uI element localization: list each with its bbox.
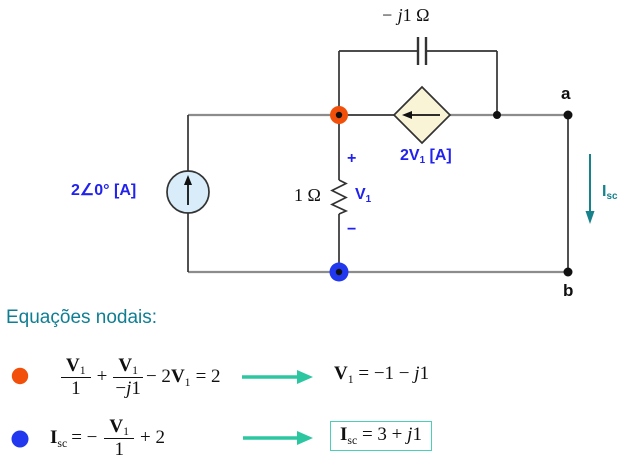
bullet-orange-icon xyxy=(11,367,29,385)
isc-arrowhead xyxy=(585,211,595,224)
node-2-center-dot xyxy=(335,268,343,276)
eq1-rhs: = 2 xyxy=(195,366,221,387)
v1-label: V1 xyxy=(355,186,372,206)
equation-2-result: Isc = 3 + j1 xyxy=(330,421,432,451)
section-title: Equações nodais: xyxy=(6,307,158,328)
dependent-source-arrowhead xyxy=(402,111,412,119)
eq2-tail: + 2 xyxy=(140,427,165,448)
eq1-plus: + xyxy=(96,366,108,387)
isc-label: Isc xyxy=(602,183,618,203)
node-1-center-dot xyxy=(335,111,343,119)
equation-1: V1 1 + V1 −j1 − 2V1 = 2 xyxy=(58,348,221,406)
eq1-fraction-1: V1 1 xyxy=(61,355,91,400)
equation-2: Isc = − V1 1 + 2 xyxy=(50,411,165,465)
current-source-arrowhead xyxy=(184,175,192,185)
wire-dark-segments xyxy=(187,50,569,272)
eq2-lhs: Isc xyxy=(50,427,68,450)
eq1-fraction-2: V1 −j1 xyxy=(113,355,143,400)
eq2-fraction: V1 1 xyxy=(104,416,135,461)
eq1-term3: − 2V1 xyxy=(145,366,191,389)
terminal-b-label: b xyxy=(563,281,574,300)
eq2-equals-minus: = − xyxy=(71,427,98,448)
resistor-icon xyxy=(330,179,349,215)
v1-minus-sign: − xyxy=(347,221,357,238)
resistor-label: 1 Ω xyxy=(294,185,321,205)
terminal-a-label: a xyxy=(561,84,571,103)
wire-gray-rails xyxy=(188,113,568,274)
capacitor-icon xyxy=(416,37,428,65)
bullet-blue-icon xyxy=(11,430,29,448)
terminal-a-dot xyxy=(563,110,573,120)
equation-1-result: V1 = −1 − j1 xyxy=(334,363,430,386)
dependent-source-label: 2V1 [A] xyxy=(400,147,452,167)
current-source-label: 2∠0° [A] xyxy=(71,182,137,199)
junction-dot xyxy=(493,111,501,119)
terminal-b-dot xyxy=(563,267,573,277)
eq1-arrowhead xyxy=(297,370,313,384)
capacitor-label: − j1 Ω xyxy=(381,5,430,25)
eq2-arrowhead xyxy=(297,431,313,445)
v1-plus-sign: + xyxy=(347,150,357,167)
